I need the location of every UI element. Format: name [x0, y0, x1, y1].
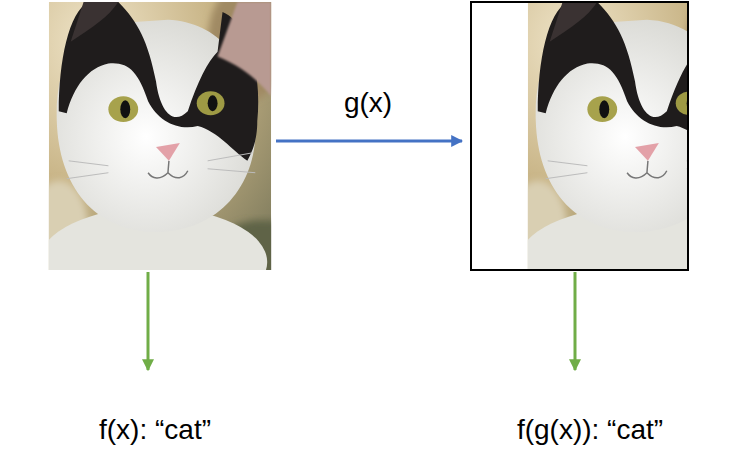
image-frame — [471, 2, 688, 270]
output-label: f(x): “cat” — [99, 414, 211, 446]
classifier-arrow — [147, 272, 150, 370]
original-image — [29, 0, 312, 317]
transform-label: g(x) — [344, 87, 392, 119]
output-label: f(g(x)): “cat” — [517, 414, 663, 446]
classifier-arrow — [574, 272, 577, 370]
transformed-image — [527, 2, 688, 270]
transform-arrow — [276, 140, 462, 143]
shifted-cat-photo — [527, 2, 688, 270]
